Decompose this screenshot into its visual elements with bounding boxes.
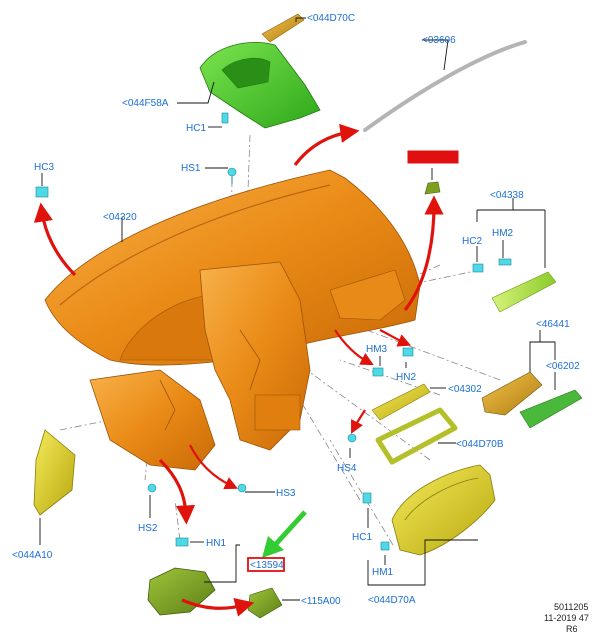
label-03606[interactable]: <03606	[422, 35, 456, 46]
green-pointer-head	[262, 536, 284, 558]
footer-revision: R6	[566, 624, 578, 634]
grey-strip-03606	[363, 40, 527, 132]
arrow-to-hn2	[379, 329, 412, 347]
label-hm1[interactable]: HM1	[372, 567, 394, 578]
clip-hs1	[227, 167, 237, 184]
label-hc1-bottom[interactable]: HC1	[352, 532, 372, 543]
label-06202[interactable]: <06202	[546, 361, 580, 372]
label-hc2[interactable]: HC2	[462, 236, 482, 247]
cluster-bezel-044D70A	[391, 464, 496, 556]
highlight-box-13594	[247, 557, 285, 572]
label-04302[interactable]: <04302	[448, 384, 482, 395]
yellow-trim-044D70C	[261, 13, 305, 43]
arrow-to-hs4	[351, 409, 366, 434]
label-hc3[interactable]: HC3	[34, 162, 54, 173]
clip-hn2	[402, 347, 414, 357]
clip-hc1-bot	[362, 492, 372, 504]
arrow-to-04F32B	[403, 195, 444, 311]
clip-hm3	[372, 367, 384, 377]
olive-block-115A00	[247, 587, 283, 619]
label-hn2[interactable]: HN2	[396, 372, 416, 383]
label-044D70C[interactable]: <044D70C	[307, 13, 355, 24]
olive-bracket-13594	[147, 567, 216, 616]
clip-hs4	[347, 433, 357, 443]
arrow-to-hs3	[189, 444, 238, 490]
clip-hm1	[380, 541, 390, 551]
label-hs1[interactable]: HS1	[181, 163, 201, 174]
green-top-pad-044F58A	[199, 42, 321, 129]
clip-hs3	[237, 483, 247, 493]
arrow-to-hc3	[33, 202, 77, 277]
label-hs2[interactable]: HS2	[138, 523, 158, 534]
clip-hs2	[147, 483, 157, 493]
label-044D70B[interactable]: <044D70B	[456, 439, 504, 450]
highlight-box-04F32B	[407, 150, 459, 164]
label-hs3[interactable]: HS3	[276, 488, 296, 499]
label-04320[interactable]: <04320	[103, 212, 137, 223]
yellow-trim-04302	[371, 383, 431, 421]
arrow-to-bracket	[158, 458, 196, 525]
footer-drawing-number: 5011205	[554, 602, 588, 612]
green-panel-06202	[519, 389, 583, 429]
clip-04F32B	[424, 181, 441, 195]
arrow-to-115A00	[181, 598, 255, 617]
label-hs4[interactable]: HS4	[337, 463, 357, 474]
label-46441[interactable]: <46441	[536, 319, 570, 330]
label-hn1[interactable]: HN1	[206, 538, 226, 549]
clips	[35, 112, 512, 551]
label-13594[interactable]: <13594	[250, 560, 284, 571]
side-panel-044A10	[33, 429, 76, 516]
green-pointer-arrow	[273, 510, 307, 547]
clip-hc1-top	[221, 112, 229, 124]
arrow-to-03606	[293, 123, 360, 166]
arrow-to-hm3	[334, 329, 374, 366]
clip-hn1	[175, 537, 189, 547]
label-hm2[interactable]: HM2	[492, 228, 514, 239]
label-hc1-top[interactable]: HC1	[186, 123, 206, 134]
footer-date: 11-2019 47	[544, 613, 589, 623]
instrument-panel-04320	[44, 169, 421, 471]
leader-lines	[39, 17, 556, 601]
bezel-044D70B	[375, 407, 458, 465]
label-hm3[interactable]: HM3	[366, 344, 388, 355]
labels: <044D70C <03606 <044F58A HC1 HS1 HC3 <04…	[12, 13, 580, 607]
lime-strip-04338	[491, 271, 557, 313]
label-044F58A[interactable]: <044F58A	[122, 98, 169, 109]
label-044D70A[interactable]: <044D70A	[368, 595, 416, 606]
gold-vent-46441	[481, 371, 543, 416]
label-115A00[interactable]: <115A00	[301, 596, 341, 607]
clip-hc2	[472, 263, 484, 273]
label-044A10[interactable]: <044A10	[12, 550, 53, 561]
red-arrows	[33, 123, 444, 617]
clip-hc3	[35, 186, 49, 198]
clip-hm2	[498, 258, 512, 266]
label-04338[interactable]: <04338	[490, 190, 524, 201]
drawing-footer: 5011205 11-2019 47 R6	[544, 602, 589, 634]
